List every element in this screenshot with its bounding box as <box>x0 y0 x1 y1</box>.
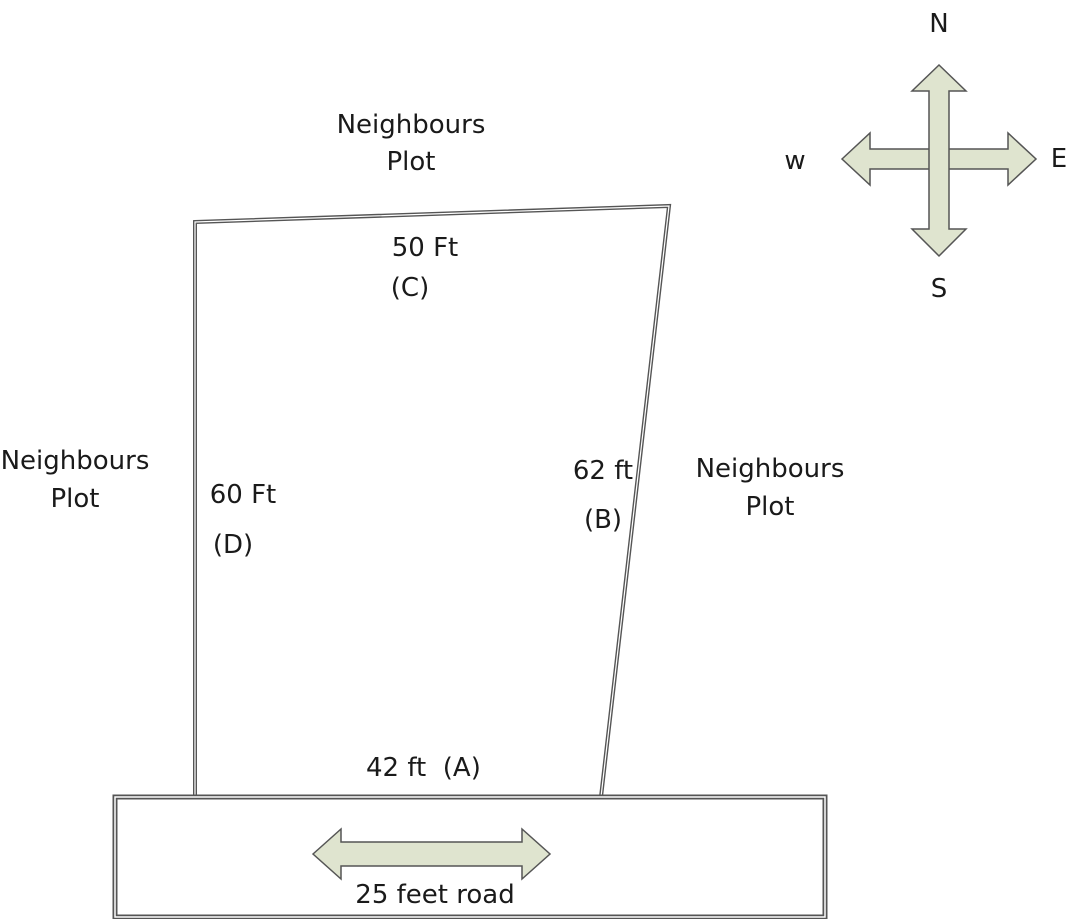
road-label: 25 feet road <box>355 880 515 910</box>
compass-vertical-arrow <box>910 63 968 258</box>
side-b-letter: (B) <box>583 505 623 535</box>
side-a-letter: (A) <box>442 753 481 783</box>
side-b-length: 62 ft <box>572 456 634 486</box>
side-a-label: 42 ft (A) <box>366 749 481 787</box>
neighbours-west-line2: Plot <box>50 484 100 514</box>
compass-rose <box>840 63 1038 258</box>
side-d-length: 60 Ft <box>209 480 277 510</box>
side-d-letter: (D) <box>212 530 254 560</box>
neighbours-north-line2: Plot <box>386 147 436 177</box>
compass-south-label: S <box>930 274 948 304</box>
road-direction-arrow <box>311 827 552 881</box>
compass-east-label: E <box>1050 144 1068 174</box>
neighbours-west-line1: Neighbours <box>0 446 150 476</box>
compass-north-label: N <box>929 9 949 39</box>
road-strip <box>112 794 828 919</box>
neighbours-east-line2: Plot <box>745 492 795 522</box>
neighbours-north-line1: Neighbours <box>336 110 486 140</box>
side-c-length: 50 Ft <box>391 233 459 263</box>
side-c-letter: (C) <box>390 273 430 303</box>
neighbours-east-line1: Neighbours <box>695 454 845 484</box>
compass-west-label: w <box>784 146 806 176</box>
side-a-length: 42 ft <box>366 753 427 783</box>
